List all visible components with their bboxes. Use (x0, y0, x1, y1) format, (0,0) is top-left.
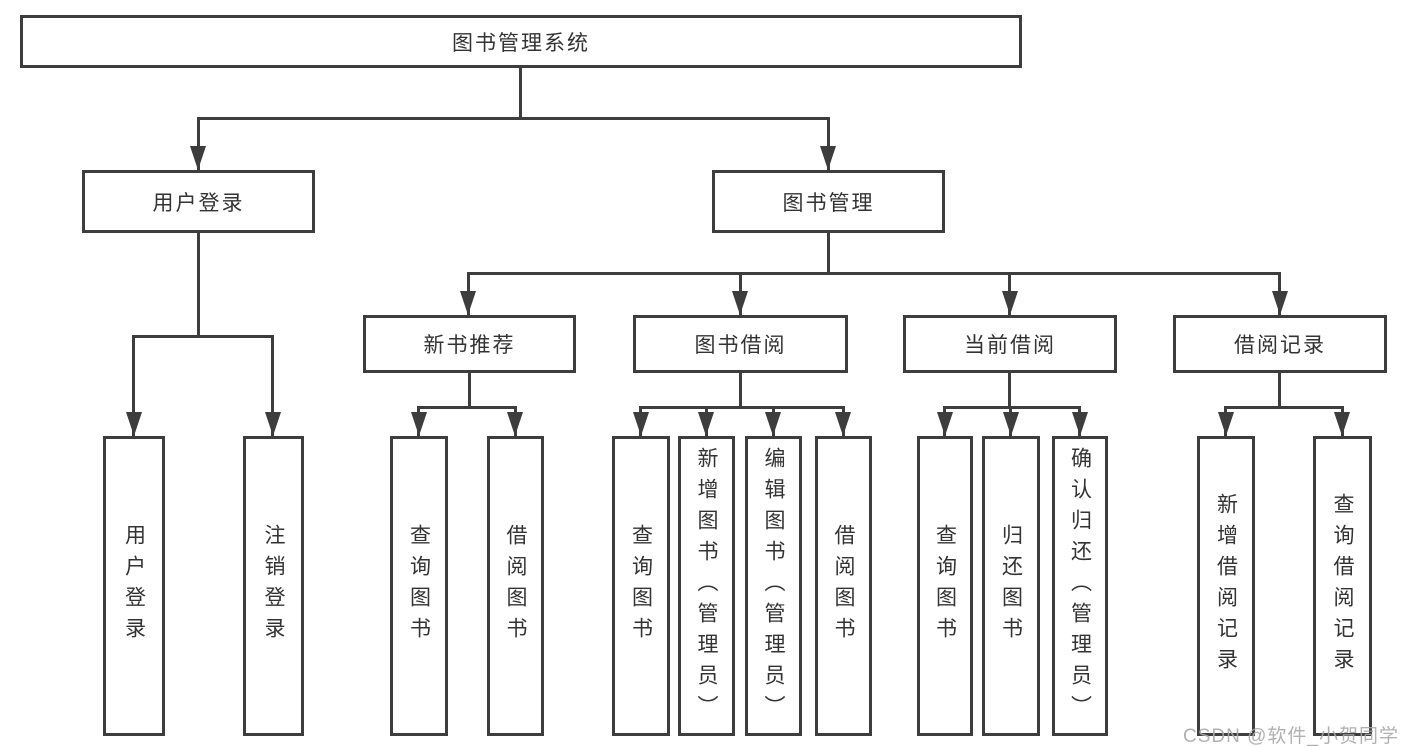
connector-userlogin-stem (197, 233, 200, 335)
arrowhead-cb-2 (1003, 412, 1019, 436)
leaf-label: 用户登录 (122, 524, 146, 648)
arrowhead-cb-3 (1072, 412, 1088, 436)
leaf-label: 查询图书 (407, 524, 431, 648)
leaf-user-login: 用户登录 (103, 436, 165, 736)
node-book-management: 图书管理 (712, 170, 945, 233)
leaf-br-query-record: 查询借阅记录 (1313, 436, 1372, 736)
arrowhead-record (1272, 291, 1288, 315)
arrowhead-user-login (190, 146, 206, 170)
arrowhead-bb-4 (835, 412, 851, 436)
connector-bookmgmt-hbar (467, 272, 1281, 275)
connector-bb-stem (739, 373, 742, 406)
leaf-label: 新增借阅记录 (1214, 493, 1238, 679)
leaf-label: 借阅图书 (832, 524, 855, 648)
leaf-cb-query-books: 查询图书 (917, 436, 973, 736)
arrowhead-br-1 (1218, 412, 1234, 436)
arrowhead-newbook (460, 291, 476, 315)
connector-br-stem (1278, 373, 1281, 406)
arrowhead-current (1002, 291, 1018, 315)
connector-userlogin-hbar (133, 335, 274, 338)
leaf-br-add-record: 新增借阅记录 (1197, 436, 1255, 736)
arrowhead-bb-2 (698, 412, 714, 436)
node-user-login: 用户登录 (82, 170, 315, 233)
node-label: 图书借阅 (694, 334, 787, 357)
node-label: 用户登录 (152, 191, 245, 215)
node-library-system-root: 图书管理系统 (20, 15, 1022, 68)
arrowhead-bb-1 (633, 412, 649, 436)
leaf-label: 注销登录 (262, 524, 285, 648)
leaf-bb-query-books: 查询图书 (612, 436, 670, 736)
arrowhead-leaf-login (126, 412, 142, 436)
node-label: 新书推荐 (423, 334, 516, 357)
leaf-label: 新增图书（管理员） (695, 446, 718, 726)
leaf-cb-return-books: 归还图书 (982, 436, 1040, 736)
connector-bookmgmt-stem (827, 233, 830, 272)
arrowhead-cb-1 (937, 412, 953, 436)
connector-newbook-stem (468, 373, 471, 406)
leaf-cb-confirm-return-admin: 确认归还（管理员） (1052, 436, 1108, 736)
leaf-label: 查询图书 (933, 524, 957, 648)
arrowhead-bb-3 (765, 412, 781, 436)
arrowhead-nb-borrow (507, 412, 523, 436)
csdn-watermark: CSDN @软件_小贺同学 (1183, 726, 1399, 747)
leaf-bb-borrow-books: 借阅图书 (815, 436, 872, 736)
leaf-nb-query-books: 查询图书 (390, 436, 448, 736)
arrowhead-book-mgmt (820, 146, 836, 170)
leaf-bb-add-books-admin: 新增图书（管理员） (678, 436, 735, 736)
node-label: 图书管理系统 (452, 31, 590, 55)
leaf-label: 归还图书 (999, 524, 1023, 648)
connector-drop-user-login (197, 117, 200, 170)
connector-bb-hbar (639, 406, 845, 409)
leaf-label: 借阅图书 (504, 524, 527, 648)
leaf-label: 编辑图书（管理员） (762, 446, 785, 726)
leaf-bb-edit-books-admin: 编辑图书（管理员） (745, 436, 802, 736)
leaf-label: 查询借阅记录 (1331, 493, 1354, 679)
connector-root-hbar (197, 117, 830, 120)
leaf-label: 查询图书 (629, 524, 653, 648)
arrowhead-br-2 (1334, 412, 1350, 436)
connector-cb-hbar (943, 406, 1081, 409)
node-label: 借阅记录 (1234, 334, 1326, 357)
leaf-logout: 注销登录 (243, 436, 304, 736)
connector-cb-stem (1008, 373, 1011, 406)
connector-br-hbar (1224, 406, 1343, 409)
node-new-book-recommend: 新书推荐 (363, 315, 576, 373)
node-borrow-records: 借阅记录 (1173, 315, 1387, 373)
node-current-borrowing: 当前借阅 (903, 315, 1117, 373)
connector-newbook-hbar (417, 406, 517, 409)
leaf-nb-borrow-books: 借阅图书 (487, 436, 544, 736)
arrowhead-nb-query (411, 412, 427, 436)
arrowhead-leaf-logout (265, 412, 281, 436)
arrowhead-borrow (732, 291, 748, 315)
connector-drop-leaf-logout (271, 335, 274, 436)
connector-drop-leaf-login (132, 335, 135, 436)
connector-root-stem (519, 68, 522, 117)
node-book-borrowing: 图书借阅 (633, 315, 848, 373)
node-label: 图书管理 (782, 191, 875, 215)
node-label: 当前借阅 (964, 334, 1056, 357)
leaf-label: 确认归还（管理员） (1068, 446, 1092, 726)
connector-drop-book-mgmt (827, 117, 830, 170)
